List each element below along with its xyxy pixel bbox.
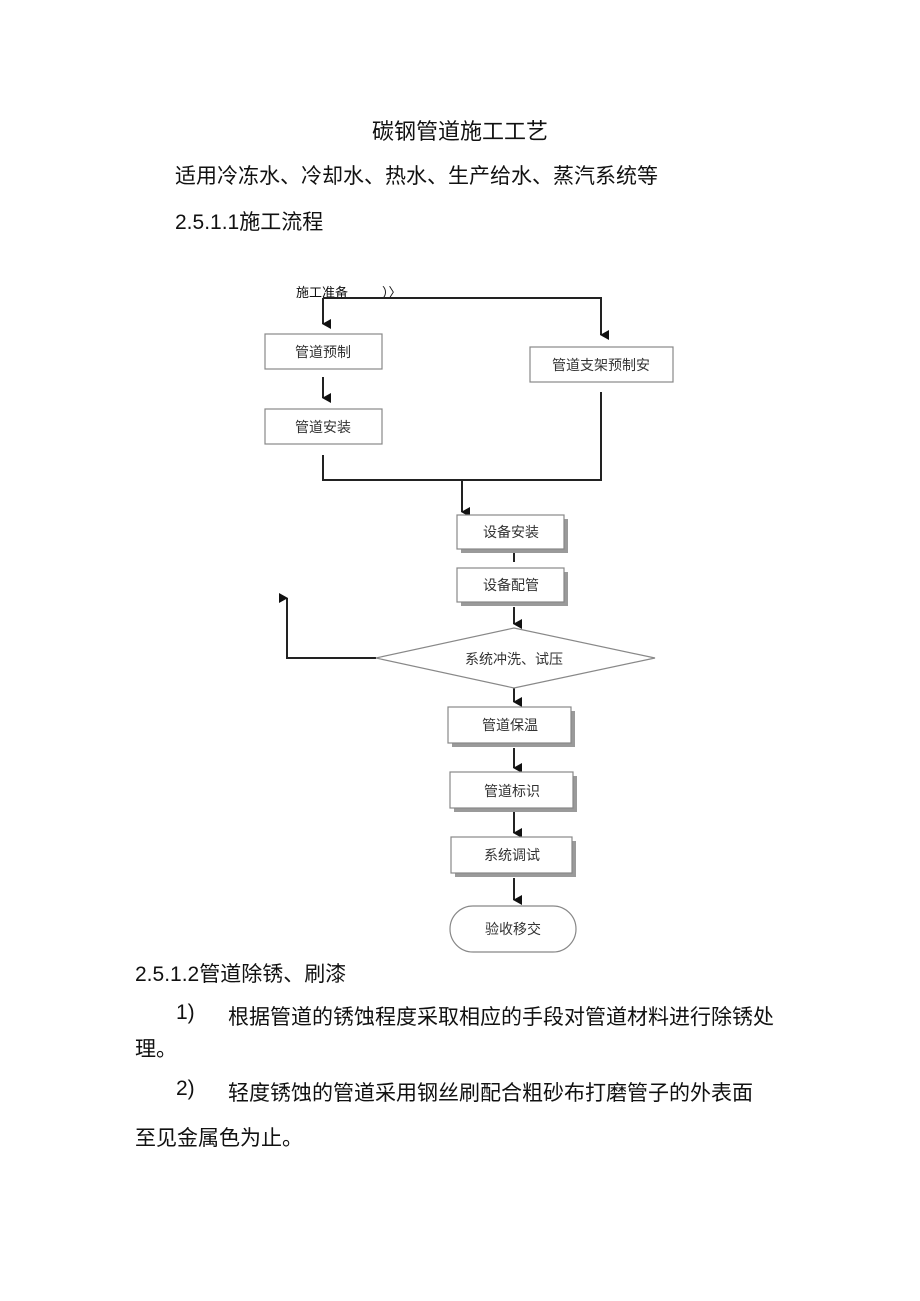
section-heading-flow: 2.5.1.1施工流程 [175, 206, 323, 236]
section-heading-rust: 2.5.1.2管道除锈、刷漆 [135, 958, 346, 988]
node-insulation-label: 管道保温 [482, 718, 538, 734]
node-pipe-prefab: 管道预制 [264, 333, 383, 370]
node-flush-test: 系统冲洗、试压 [375, 627, 656, 689]
section-title: 施工流程 [239, 210, 324, 234]
node-equip-install: 设备安装 [456, 514, 568, 553]
section-number: 2.5.1.1 [175, 211, 240, 234]
flow-connectors [279, 297, 609, 905]
section-number: 2.5.1.2 [135, 963, 200, 986]
node-equip-piping-label: 设备配管 [483, 577, 539, 594]
document-title: 碳钢管道施工工艺 [371, 120, 548, 145]
node-flush-test-label: 系统冲洗、试压 [465, 652, 563, 668]
node-acceptance: 验收移交 [449, 905, 577, 953]
document-subtitle: 适用冷冻水、冷却水、热水、生产给水、蒸汽系统等 [175, 164, 658, 188]
paragraph-1-line-2: 理。 [135, 1037, 177, 1061]
paragraph-2-line-2: 至见金属色为止。 [135, 1126, 303, 1150]
paragraph-1-line-1: 根据管道的锈蚀程度采取相应的手段对管道材料进行除锈处 [228, 1005, 774, 1029]
node-equip-piping: 设备配管 [456, 567, 568, 606]
section-title: 管道除锈、刷漆 [199, 962, 347, 986]
paragraph-2-line-1: 轻度锈蚀的管道采用钢丝刷配合粗砂布打磨管子的外表面 [228, 1081, 753, 1105]
node-commissioning: 系统调试 [450, 836, 576, 877]
node-pipe-install-label: 管道安装 [295, 420, 351, 436]
node-acceptance-label: 验收移交 [485, 921, 541, 938]
node-commissioning-label: 系统调试 [484, 848, 540, 864]
node-pipe-install: 管道安装 [264, 408, 383, 445]
paragraph-1-number: 1) [176, 1001, 195, 1024]
node-equip-install-label: 设备安装 [483, 524, 539, 541]
node-marking: 管道标识 [449, 771, 577, 812]
paragraph-2-number: 2) [176, 1077, 195, 1100]
node-pipe-prefab-label: 管道预制 [295, 345, 351, 361]
node-insulation: 管道保温 [447, 706, 575, 747]
node-support-prefab-label: 管道支架预制安 [552, 358, 650, 374]
node-support-prefab: 管道支架预制安 [529, 346, 674, 383]
node-marking-label: 管道标识 [484, 784, 540, 800]
